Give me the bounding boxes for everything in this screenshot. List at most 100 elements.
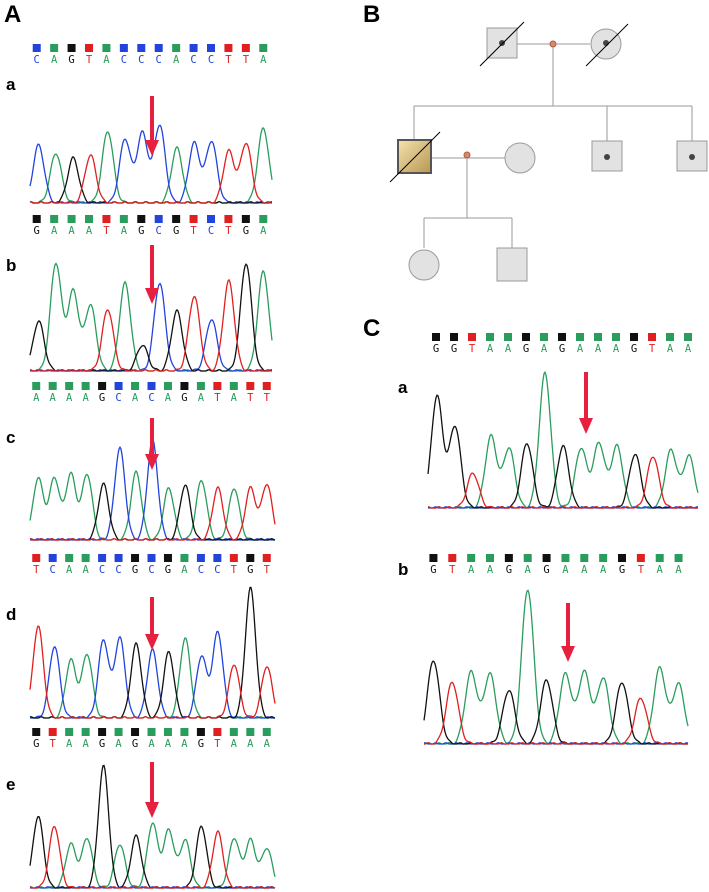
panel-a-chromatogram-d [29, 586, 276, 719]
base-call-box [196, 554, 205, 562]
base-call-box [246, 554, 255, 562]
base-call-letter: A [82, 564, 89, 576]
base-call-box [189, 215, 198, 223]
base-call-letter: A [260, 225, 267, 237]
base-call-letter: C [208, 54, 214, 66]
base-call-letter: T [649, 343, 656, 355]
base-call-letter: A [66, 392, 73, 404]
base-call-box [98, 728, 107, 736]
base-call-box [522, 333, 530, 341]
base-call-letter: C [148, 392, 154, 404]
base-call-box [50, 44, 59, 52]
arrow-head [561, 646, 575, 662]
base-call-letter: G [523, 343, 529, 355]
base-call-box [189, 44, 198, 52]
base-call-letter: A [165, 392, 172, 404]
panel-a-chromatogram-b [29, 262, 273, 372]
base-call-letter: A [231, 392, 238, 404]
trace-g [427, 394, 698, 509]
base-call-letter: A [132, 392, 139, 404]
base-call-box [81, 382, 90, 390]
base-call-letter: A [173, 54, 180, 66]
base-call-letter: C [190, 54, 196, 66]
base-call-letter: A [51, 54, 58, 66]
base-call-box [67, 44, 76, 52]
pedigree-chart [389, 21, 708, 282]
base-call-box [558, 333, 566, 341]
base-call-letter: A [86, 225, 93, 237]
base-call-box [147, 728, 156, 736]
base-call-letter: A [66, 738, 73, 750]
base-call-letter: A [121, 225, 128, 237]
base-call-box [65, 728, 74, 736]
panel-a-track-label-e: e [6, 775, 15, 794]
pedigree-female-III1 [408, 249, 440, 281]
base-call-letter: A [198, 392, 205, 404]
base-call-box [154, 44, 163, 52]
base-call-box [450, 333, 458, 341]
base-call-box [180, 382, 189, 390]
base-call-box [85, 44, 93, 52]
trace-a [29, 822, 276, 889]
base-call-box [580, 554, 589, 562]
base-call-letter: A [613, 343, 620, 355]
base-call-letter: C [115, 564, 121, 576]
base-call-letter: A [505, 343, 512, 355]
pedigree-female-II2 [504, 142, 536, 174]
base-call-box [561, 554, 570, 562]
trace-t [424, 681, 689, 745]
base-call-letter: T [225, 54, 232, 66]
base-call-box [32, 382, 41, 390]
panel-c-track-label-b: b [398, 560, 408, 579]
pedigree-male-III2 [496, 247, 528, 282]
base-call-letter: C [99, 564, 105, 576]
base-call-box [196, 382, 205, 390]
base-call-box [262, 382, 271, 390]
base-call-box [163, 382, 172, 390]
base-call-letter: C [148, 564, 154, 576]
base-call-box [114, 382, 123, 390]
panel-a-track-label-a: a [6, 75, 16, 94]
base-call-letter: A [50, 392, 57, 404]
base-call-box [147, 554, 156, 562]
trace-t [29, 825, 275, 889]
base-call-box [65, 554, 74, 562]
base-call-letter: A [68, 225, 75, 237]
base-call-letter: A [600, 564, 607, 576]
base-call-letter: G [165, 564, 171, 576]
base-call-letter: A [468, 564, 475, 576]
base-call-letter: A [247, 738, 254, 750]
base-call-letter: G [132, 738, 138, 750]
trace-a [29, 469, 275, 541]
base-call-letter: T [190, 225, 197, 237]
panel-c-track-label-a: a [398, 378, 408, 397]
base-call-letter: T [264, 392, 271, 404]
base-call-box [612, 333, 620, 341]
base-call-box [213, 382, 222, 390]
base-call-box [224, 215, 233, 223]
base-call-box [48, 728, 57, 736]
base-call-box [259, 215, 268, 223]
base-call-letter: A [66, 564, 73, 576]
trace-g [423, 660, 688, 745]
base-call-box [32, 215, 41, 223]
base-call-letter: C [156, 54, 162, 66]
base-call-letter: G [181, 392, 187, 404]
base-call-letter: A [685, 343, 692, 355]
pedigree-proband-II1 [397, 139, 432, 174]
base-call-box [594, 333, 602, 341]
base-call-box [131, 382, 140, 390]
base-call-box [224, 44, 233, 52]
base-call-letter: C [50, 564, 56, 576]
base-call-box [542, 554, 551, 562]
base-call-box [50, 215, 59, 223]
base-call-letter: A [82, 738, 89, 750]
panel-c-chromatogram-a [427, 370, 699, 509]
mating-node-gen1 [549, 40, 557, 48]
base-call-letter: A [165, 738, 172, 750]
base-call-box [65, 382, 74, 390]
base-call-letter: G [451, 343, 457, 355]
base-call-letter: T [638, 564, 645, 576]
base-call-letter: T [214, 392, 221, 404]
